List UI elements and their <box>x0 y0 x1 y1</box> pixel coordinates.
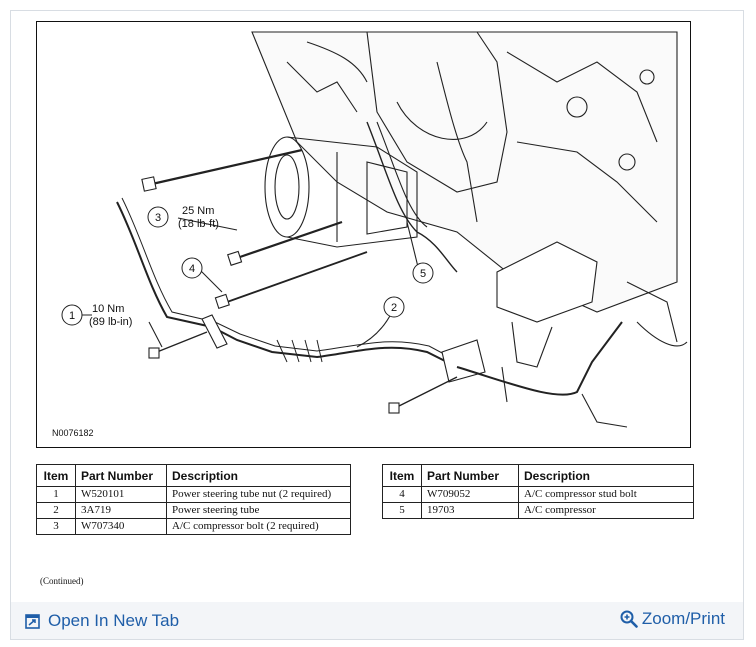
cell-part-number: 3A719 <box>75 502 167 519</box>
open-in-new-tab-label: Open In New Tab <box>48 611 180 630</box>
callout-3: 3 25 Nm (18 lb-ft) <box>147 205 219 230</box>
table-row: 3 W707340 A/C compressor bolt (2 require… <box>36 518 351 535</box>
engine-diagram: 1 10 Nm (89 lb-in) 2 3 25 Nm (18 lb-ft) … <box>36 21 691 448</box>
engine-illustration: 1 10 Nm (89 lb-in) 2 3 25 Nm (18 lb-ft) … <box>61 31 688 428</box>
table-row: 5 19703 A/C compressor <box>382 502 694 519</box>
continued-note: (Continued) <box>40 576 84 586</box>
header-description: Description <box>166 464 351 487</box>
svg-text:1: 1 <box>69 310 75 322</box>
cell-part-number: 19703 <box>421 502 519 519</box>
action-bar: Open In New Tab Zoom/Print <box>11 602 743 639</box>
svg-text:5: 5 <box>420 268 426 280</box>
figure-id: N0076182 <box>52 428 94 438</box>
cell-item: 1 <box>36 486 76 503</box>
zoom-in-icon <box>620 610 638 628</box>
cell-item: 4 <box>382 486 422 503</box>
table-header-row: Item Part Number Description <box>36 464 351 487</box>
header-part-number: Part Number <box>421 464 519 487</box>
open-in-new-tab-link[interactable]: Open In New Tab <box>25 611 179 631</box>
header-item: Item <box>36 464 76 487</box>
cell-part-number: W520101 <box>75 486 167 503</box>
header-description: Description <box>518 464 694 487</box>
svg-text:25 Nm: 25 Nm <box>182 205 214 217</box>
parts-table-left: Item Part Number Description 1 W520101 P… <box>36 464 351 535</box>
cell-description: A/C compressor stud bolt <box>518 486 694 503</box>
zoom-print-link[interactable]: Zoom/Print <box>620 609 725 629</box>
table-header-row: Item Part Number Description <box>382 464 694 487</box>
cell-part-number: W709052 <box>421 486 519 503</box>
svg-text:(89 lb-in): (89 lb-in) <box>89 316 132 328</box>
cell-description: A/C compressor bolt (2 required) <box>166 518 351 535</box>
svg-text:2: 2 <box>391 302 397 314</box>
header-part-number: Part Number <box>75 464 167 487</box>
table-row: 4 W709052 A/C compressor stud bolt <box>382 486 694 503</box>
svg-text:(18 lb-ft): (18 lb-ft) <box>178 218 219 230</box>
svg-text:10 Nm: 10 Nm <box>92 303 124 315</box>
callout-2: 2 <box>383 296 405 318</box>
callout-4: 4 <box>181 257 203 279</box>
cell-part-number: W707340 <box>75 518 167 535</box>
table-row: 1 W520101 Power steering tube nut (2 req… <box>36 486 351 503</box>
cell-description: Power steering tube <box>166 502 351 519</box>
open-new-tab-icon <box>25 613 40 629</box>
svg-text:3: 3 <box>155 212 161 224</box>
callout-5: 5 <box>412 262 434 284</box>
table-row: 2 3A719 Power steering tube <box>36 502 351 519</box>
svg-text:4: 4 <box>189 263 195 275</box>
header-item: Item <box>382 464 422 487</box>
cell-description: A/C compressor <box>518 502 694 519</box>
callout-1: 1 10 Nm (89 lb-in) <box>61 303 132 328</box>
cell-item: 2 <box>36 502 76 519</box>
cell-item: 5 <box>382 502 422 519</box>
parts-table-right: Item Part Number Description 4 W709052 A… <box>382 464 694 519</box>
cell-item: 3 <box>36 518 76 535</box>
zoom-print-label: Zoom/Print <box>641 609 725 628</box>
cell-description: Power steering tube nut (2 required) <box>166 486 351 503</box>
